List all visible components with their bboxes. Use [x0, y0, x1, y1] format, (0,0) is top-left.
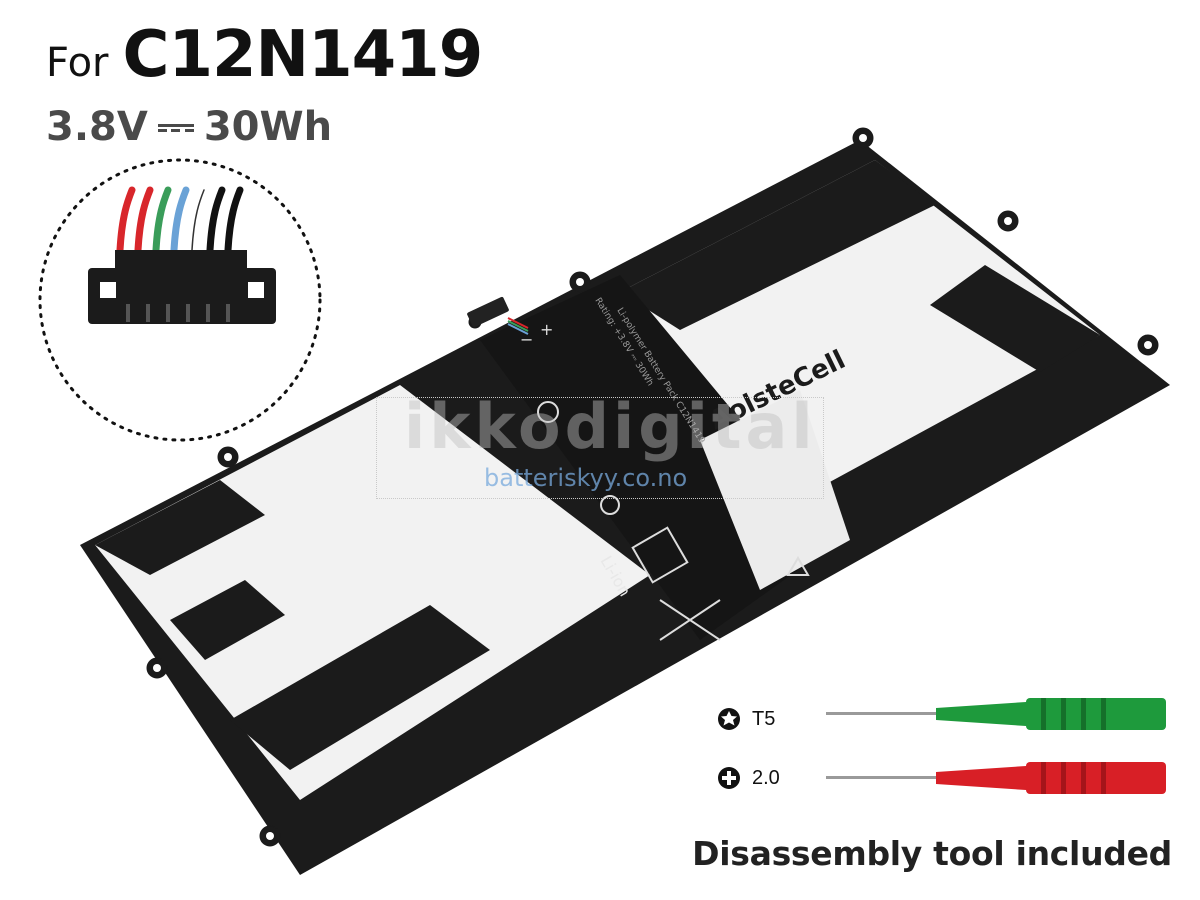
torx-icon	[718, 708, 740, 730]
green-screwdriver	[826, 698, 1166, 730]
model-number: C12N1419	[122, 18, 484, 92]
watermark-text: ikkodigital	[404, 390, 817, 463]
watermark-frame	[376, 397, 824, 499]
tool-row-phillips: 2.0	[716, 765, 780, 791]
terminal-minus: −	[520, 330, 533, 349]
tool-label-phillips: 2.0	[752, 766, 780, 789]
connector-plug	[88, 250, 276, 324]
battery-connector	[467, 296, 529, 335]
terminal-plus: +	[540, 320, 553, 339]
product-title: For C12N1419	[46, 18, 484, 92]
phillips-icon	[718, 767, 740, 789]
tool-label-t5: T5	[752, 707, 776, 730]
red-screwdriver	[826, 762, 1166, 794]
spec-line: 3.8V 30Wh	[46, 104, 332, 150]
tool-caption: Disassembly tool included	[692, 834, 1172, 873]
dc-symbol-icon	[157, 122, 194, 132]
capacity-value: 30Wh	[203, 104, 333, 150]
wire-bundle	[116, 186, 244, 254]
title-prefix: For	[46, 40, 109, 86]
watermark-url: batteriskyy.co.no	[484, 464, 688, 492]
certification-marks	[537, 401, 810, 641]
voltage-value: 3.8V	[46, 104, 148, 150]
tools-section: T5 2.0	[716, 690, 1186, 800]
cell-panel-left	[95, 385, 650, 800]
tool-row-t5: T5	[716, 706, 775, 732]
